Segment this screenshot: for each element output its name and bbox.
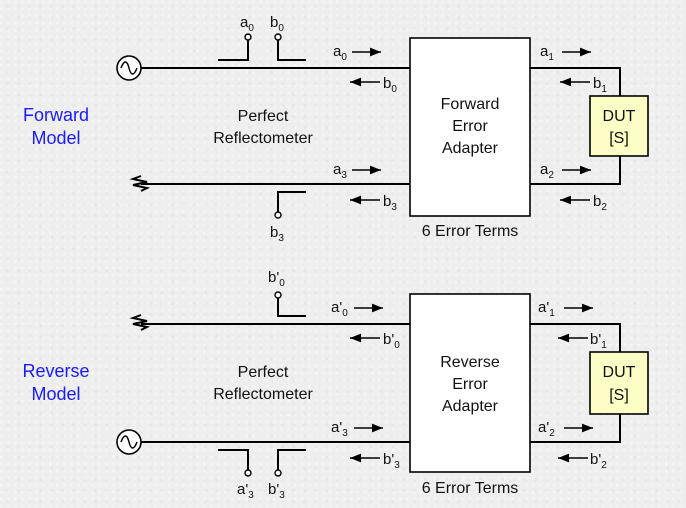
signal-label-b2-prime: b'2 xyxy=(590,451,607,471)
signal-label-b0: b0 xyxy=(383,75,397,95)
forward-error-adapter-box xyxy=(409,37,531,217)
svg-text:b'3: b'3 xyxy=(383,451,400,471)
svg-text:b'1: b'1 xyxy=(590,331,607,351)
svg-text:b2: b2 xyxy=(593,193,607,213)
coupler-port-icon xyxy=(218,33,252,61)
signal-label-a2: a2 xyxy=(540,161,554,181)
termination-load-icon xyxy=(129,175,150,192)
signal-label-a3: a3 xyxy=(333,161,347,181)
forward-dut-top-line xyxy=(530,67,621,96)
reverse-dut-box xyxy=(589,351,649,415)
forward-reflectometer-line2: Reflectometer xyxy=(213,130,313,147)
reverse-model-label-line1: Reverse xyxy=(22,361,89,381)
signal-label-a0-prime: a'0 xyxy=(331,299,348,319)
coupler-port-icon xyxy=(274,33,306,61)
signal-source-icon xyxy=(116,55,142,81)
reverse-dut-line1: DUT xyxy=(603,364,636,381)
reverse-adapter-line3: Adapter xyxy=(442,398,499,415)
signal-label-tap-b0: b0 xyxy=(270,14,284,34)
signal-label-tap-b0-prime: b'0 xyxy=(268,269,285,289)
signal-label-tap-b3-prime: b'3 xyxy=(268,481,285,501)
reverse-dut-top-line xyxy=(530,323,621,352)
svg-text:a0: a0 xyxy=(240,14,254,34)
svg-text:b1: b1 xyxy=(593,75,607,95)
svg-text:a2: a2 xyxy=(540,161,554,181)
signal-label-tap-a0: a0 xyxy=(240,14,254,34)
forward-reflectometer-line1: Perfect xyxy=(238,108,289,125)
forward-dut-line1: DUT xyxy=(603,108,636,125)
forward-model-label-line2: Model xyxy=(31,128,80,148)
forward-dut-bottom-line xyxy=(530,156,621,185)
signal-label-b1: b1 xyxy=(593,75,607,95)
forward-adapter-line1: Forward xyxy=(441,96,500,113)
reverse-model-label-line2: Model xyxy=(31,384,80,404)
signal-label-a1: a1 xyxy=(540,43,554,63)
forward-adapter-line2: Error xyxy=(452,118,488,135)
signal-label-a1-prime: a'1 xyxy=(538,299,555,319)
signal-source-icon xyxy=(116,429,142,455)
svg-text:a1: a1 xyxy=(540,43,554,63)
svg-text:b0: b0 xyxy=(270,14,284,34)
svg-text:b3: b3 xyxy=(383,193,397,213)
reverse-adapter-line1: Reverse xyxy=(440,354,500,371)
svg-text:a'3: a'3 xyxy=(331,419,348,439)
signal-label-b3-prime: b'3 xyxy=(383,451,400,471)
signal-label-b0-prime: b'0 xyxy=(383,331,400,351)
svg-text:a3: a3 xyxy=(333,161,347,181)
signal-label-b1-prime: b'1 xyxy=(590,331,607,351)
svg-text:a0: a0 xyxy=(333,43,347,63)
reverse-reflectometer-line1: Perfect xyxy=(238,364,289,381)
svg-text:b'0: b'0 xyxy=(383,331,400,351)
signal-label-tap-a3-prime: a'3 xyxy=(237,481,254,501)
svg-text:b3: b3 xyxy=(270,224,284,244)
coupler-port-icon xyxy=(274,449,306,477)
svg-text:a'0: a'0 xyxy=(331,299,348,319)
reverse-model: Reverse Model b'0 a'0 b'0 Perfect Reflec… xyxy=(22,269,649,501)
signal-label-b2: b2 xyxy=(593,193,607,213)
reverse-error-adapter-box xyxy=(409,293,531,473)
reverse-dut-line2: [S] xyxy=(609,387,629,404)
signal-label-b3: b3 xyxy=(383,193,397,213)
signal-label-a0: a0 xyxy=(333,43,347,63)
svg-text:b'3: b'3 xyxy=(268,481,285,501)
signal-label-a2-prime: a'2 xyxy=(538,419,555,439)
reverse-error-terms: 6 Error Terms xyxy=(422,480,519,497)
reverse-adapter-line2: Error xyxy=(452,376,488,393)
forward-model: Forward Model a0 b0 Perfect Reflectomete… xyxy=(23,14,649,244)
signal-label-a3-prime: a'3 xyxy=(331,419,348,439)
forward-model-label-line1: Forward xyxy=(23,105,89,125)
svg-text:a'2: a'2 xyxy=(538,419,555,439)
signal-label-tap-b3: b3 xyxy=(270,224,284,244)
reverse-dut-bottom-line xyxy=(530,414,621,443)
reverse-reflectometer-line2: Reflectometer xyxy=(213,386,313,403)
coupler-port-icon xyxy=(274,291,306,317)
coupler-port-icon xyxy=(274,191,306,219)
svg-text:b'2: b'2 xyxy=(590,451,607,471)
svg-text:a'1: a'1 xyxy=(538,299,555,319)
svg-text:b0: b0 xyxy=(383,75,397,95)
coupler-port-icon xyxy=(218,449,252,477)
forward-dut-line2: [S] xyxy=(609,130,629,147)
termination-load-icon xyxy=(129,314,150,331)
svg-text:b'0: b'0 xyxy=(268,269,285,289)
svg-text:a'3: a'3 xyxy=(237,481,254,501)
forward-dut-box xyxy=(589,95,649,157)
forward-error-terms: 6 Error Terms xyxy=(422,223,519,240)
forward-adapter-line3: Adapter xyxy=(442,140,499,157)
